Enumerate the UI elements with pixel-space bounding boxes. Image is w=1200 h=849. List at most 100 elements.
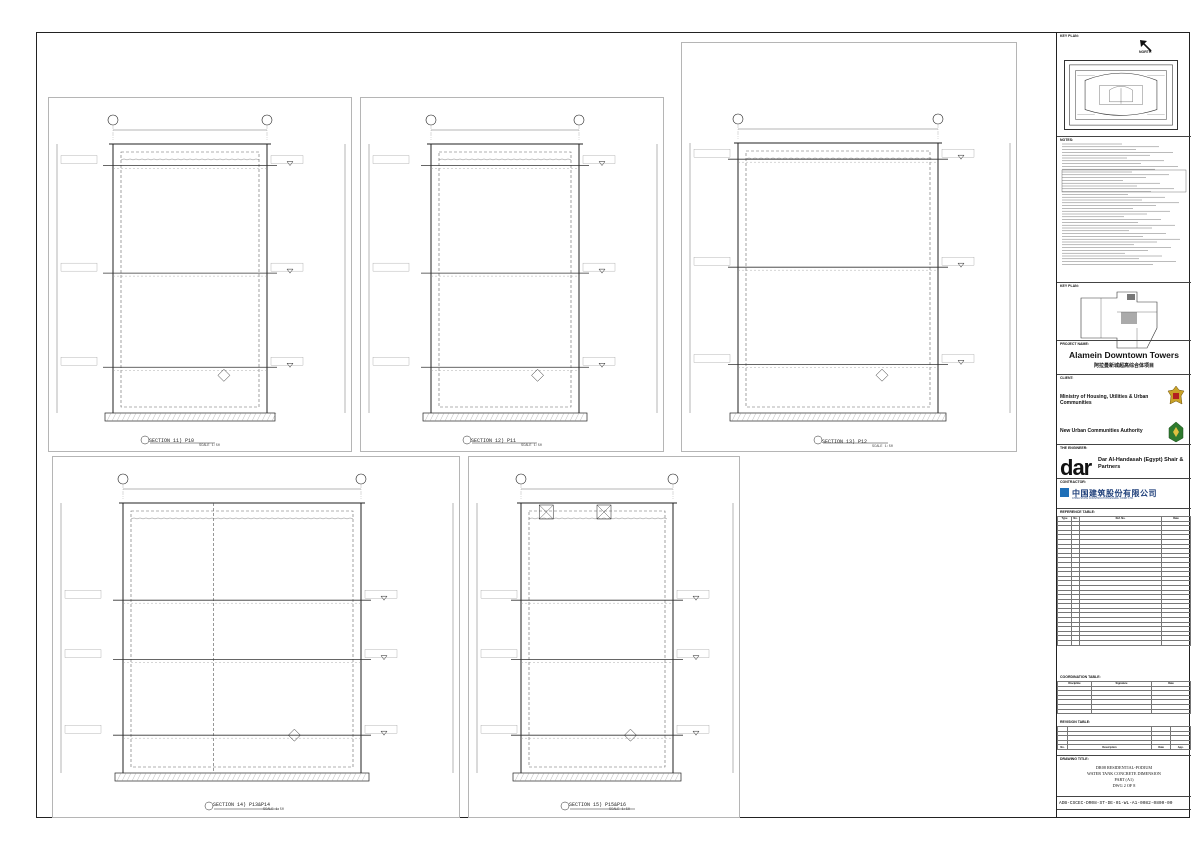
slab-hatch bbox=[519, 772, 525, 782]
project-name-chinese: 阿拉曼新城超高综合体项目 bbox=[1093, 363, 1154, 369]
slab-hatch bbox=[321, 772, 327, 782]
slab-hatch bbox=[156, 412, 162, 422]
slab-hatch bbox=[434, 412, 440, 422]
section-scale: SCALE 1:50 bbox=[263, 808, 285, 812]
slab-hatch bbox=[271, 412, 277, 422]
level-note-box bbox=[480, 590, 518, 599]
slab-hatch bbox=[539, 772, 545, 782]
slab-hatch bbox=[146, 772, 152, 782]
slab-hatch bbox=[509, 412, 515, 422]
slab-hatch bbox=[534, 412, 540, 422]
section-title-bubble-icon bbox=[560, 801, 570, 811]
slab-hatch bbox=[574, 772, 580, 782]
divider bbox=[1057, 478, 1191, 479]
section-callout-icon bbox=[217, 368, 231, 382]
level-note-box bbox=[270, 357, 304, 366]
slab-hatch bbox=[906, 412, 912, 422]
slab-hatch bbox=[306, 772, 312, 782]
slab-hatch bbox=[444, 412, 450, 422]
section-callout-icon bbox=[875, 368, 889, 382]
slab-hatch bbox=[176, 772, 182, 782]
slab-hatch bbox=[166, 772, 172, 782]
roof-opening-cross bbox=[596, 504, 612, 520]
key-plan-label-2: KEY PLAN: bbox=[1060, 284, 1079, 288]
slab-hatch bbox=[236, 772, 242, 782]
section-title: SECTION 14) P13&P14 bbox=[213, 802, 271, 808]
slab-hatch bbox=[549, 412, 555, 422]
slab-hatch bbox=[796, 412, 802, 422]
slab-hatch bbox=[341, 772, 347, 782]
slab-hatch bbox=[524, 412, 530, 422]
slab-hatch bbox=[579, 412, 585, 422]
section-panel-p13p14: SECTION 14) P13&P14 SCALE 1:50 bbox=[52, 456, 460, 818]
level-note-box bbox=[582, 262, 616, 272]
slab-hatch bbox=[781, 412, 787, 422]
slab-hatch bbox=[534, 772, 540, 782]
rev-col-app: App. bbox=[1170, 744, 1191, 750]
slab-hatch bbox=[579, 772, 585, 782]
slab-hatch bbox=[901, 412, 907, 422]
slab-hatch bbox=[786, 412, 792, 422]
slab-hatch bbox=[126, 772, 132, 782]
slab-hatch bbox=[211, 412, 217, 422]
slab-hatch bbox=[256, 772, 262, 782]
slab-hatch bbox=[609, 772, 615, 782]
slab-hatch bbox=[791, 412, 797, 422]
coordination-table: Discipline Signature Date bbox=[1057, 681, 1191, 715]
base-slab bbox=[512, 772, 682, 782]
slab-hatch bbox=[111, 412, 117, 422]
contractor-name-chinese: 中国建筑股份有限公司 bbox=[1072, 489, 1157, 498]
engineer-name: Dar Al-Handasah (Egypt) Shair & Partners bbox=[1098, 457, 1184, 470]
slab-hatch bbox=[876, 412, 882, 422]
slab-hatch bbox=[196, 772, 202, 782]
slab-hatch bbox=[216, 772, 222, 782]
slab-hatch bbox=[261, 412, 267, 422]
revision-table: No. Description Date App. bbox=[1057, 726, 1191, 750]
slab-hatch bbox=[469, 412, 475, 422]
client-nuca: New Urban Communities Authority bbox=[1060, 428, 1143, 434]
slab-hatch bbox=[161, 412, 167, 422]
slab-hatch bbox=[564, 412, 570, 422]
revision-table-body bbox=[1057, 726, 1191, 746]
slab-hatch bbox=[936, 412, 942, 422]
slab-hatch bbox=[871, 412, 877, 422]
level-note-box bbox=[364, 725, 398, 734]
roof-opening bbox=[538, 504, 554, 520]
slab-hatch bbox=[266, 412, 272, 422]
slab-hatch bbox=[106, 412, 112, 422]
contractor-label: CONTRACTOR: bbox=[1060, 480, 1086, 484]
slab-hatch bbox=[766, 412, 772, 422]
slab-hatch bbox=[429, 412, 435, 422]
slab-hatch bbox=[191, 412, 197, 422]
slab-hatch bbox=[246, 772, 252, 782]
slab-hatch bbox=[504, 412, 510, 422]
slab-hatch bbox=[931, 412, 937, 422]
slab-hatch bbox=[624, 772, 630, 782]
level-note-box bbox=[372, 357, 410, 366]
grid-bubble-icon bbox=[425, 114, 437, 126]
slab-hatch bbox=[351, 772, 357, 782]
slab-hatch bbox=[776, 412, 782, 422]
section-scale: SCALE 1:50 bbox=[521, 444, 543, 448]
level-note-box bbox=[270, 262, 304, 272]
slab-hatch bbox=[151, 772, 157, 782]
section-title-bubble-icon bbox=[813, 435, 823, 445]
grid-bubble-icon bbox=[932, 113, 944, 125]
section-title: SECTION 12) P11 bbox=[471, 438, 517, 444]
slab-hatch bbox=[186, 772, 192, 782]
slab-hatch bbox=[806, 412, 812, 422]
slab-hatch bbox=[286, 772, 292, 782]
slab-hatch bbox=[156, 772, 162, 782]
section-panel-p10: SECTION 11) P10 SCALE 1:50 bbox=[48, 97, 352, 452]
level-note-box bbox=[364, 649, 398, 658]
drawing-title-line: DWG 2 OF 8 bbox=[1112, 783, 1136, 788]
slab-hatch bbox=[866, 412, 872, 422]
slab-hatch bbox=[524, 772, 530, 782]
slab-hatch bbox=[836, 412, 842, 422]
tank-inner-outline bbox=[120, 151, 260, 408]
rev-col-no: No. bbox=[1057, 744, 1068, 750]
slab-hatch bbox=[346, 772, 352, 782]
divider bbox=[1057, 340, 1191, 341]
slab-hatch bbox=[634, 772, 640, 782]
slab-hatch bbox=[136, 412, 142, 422]
